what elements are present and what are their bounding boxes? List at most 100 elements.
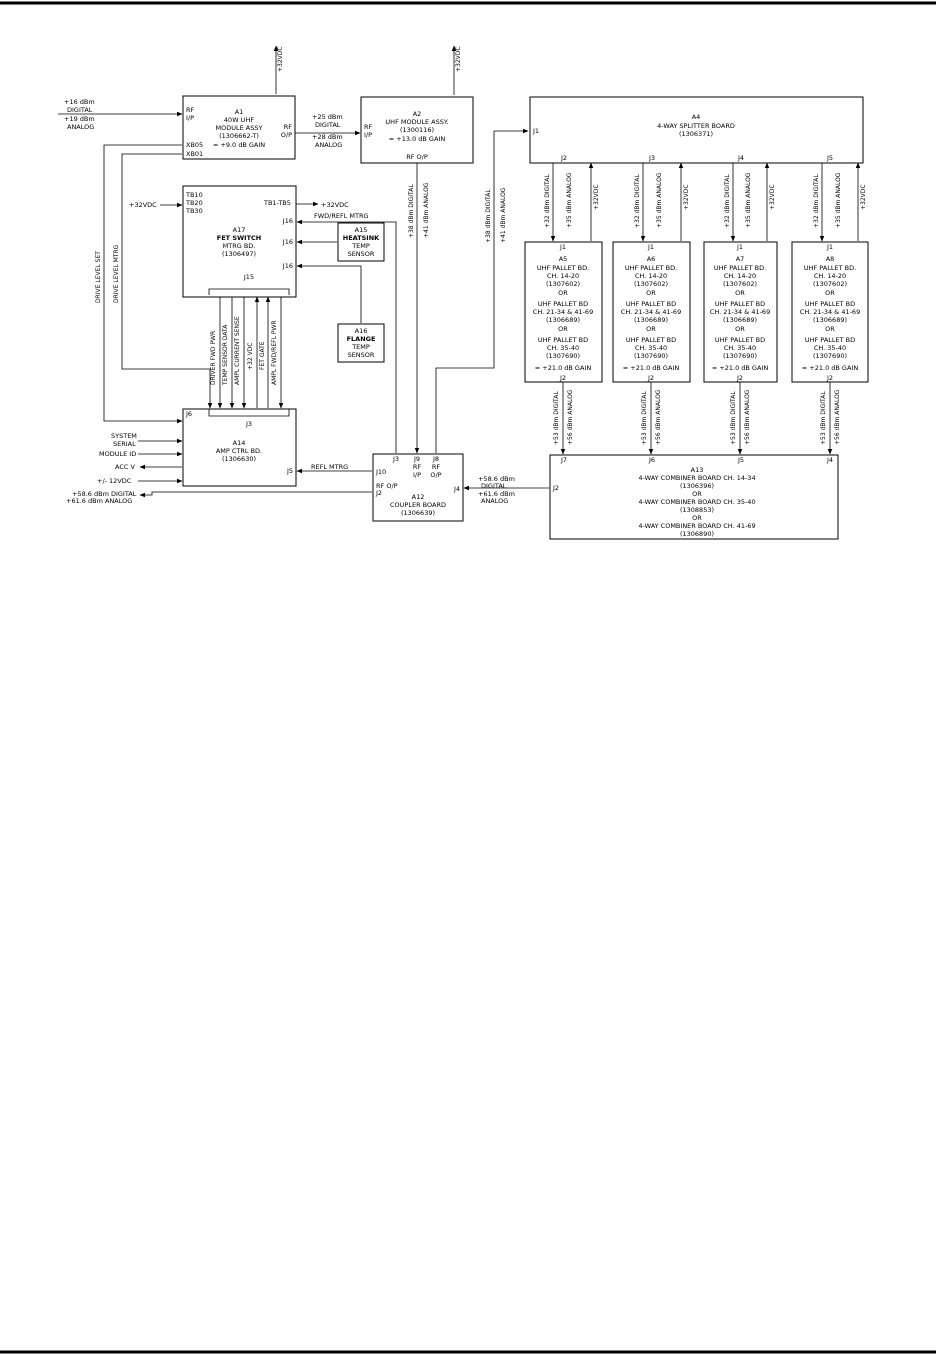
a12-rf-in-2: I/P (413, 471, 421, 479)
pallet-a8-part3: (1307690) (813, 352, 847, 360)
a2-rf-in-label-2: I/P (364, 131, 372, 139)
a14-title: A14 (233, 439, 246, 447)
a1-vdc-label: +32VDC (277, 46, 284, 72)
pallet-a7-part3: (1307690) (723, 352, 757, 360)
pallet-a8-title: A8 (826, 255, 835, 263)
pallet-a7-or1: OR (735, 289, 745, 297)
acc-v-label: ACC V (115, 463, 135, 471)
pallet-a6-line2: CH. 14-20 (635, 272, 667, 280)
a12-rf-in: RF (413, 463, 422, 471)
pallet-a8-gain: ≈ +21.0 dB GAIN (802, 364, 859, 372)
a17-tb10: TB10 (185, 191, 203, 199)
pallet-a5-j1: J1 (559, 243, 566, 251)
a4-part: (1306371) (679, 130, 713, 138)
a1-output-analog-label: ANALOG (315, 141, 342, 149)
pallet-a5-part2: (1306689) (546, 316, 580, 324)
a1-line1: 40W UHF (224, 116, 254, 124)
pallet-a6-part1: (1307602) (634, 280, 668, 288)
pallet-a8-line1: UHF PALLET BD. (804, 264, 856, 272)
pallet-a7-line6: CH. 35-40 (724, 344, 756, 352)
a15-line3: SENSOR (348, 250, 375, 258)
pallet-a6-gain: ≈ +21.0 dB GAIN (623, 364, 680, 372)
pallet-a8-or1: OR (825, 289, 835, 297)
a17-tb: TB1-TB5 (263, 199, 291, 207)
pallet-a5-or2: OR (558, 325, 568, 333)
pallet-a7-part1: (1307602) (723, 280, 757, 288)
pallet-a5-line1: UHF PALLET BD. (537, 264, 589, 272)
a4-port-j5: J5 (826, 154, 833, 162)
pallet-a8-input-analog: +35 dBm ANALOG (835, 172, 842, 228)
pallet-a6-vdc12: +32VDC (683, 184, 690, 210)
pallet-a7-vdc12: +32VDC (769, 184, 776, 210)
pallet-a6-or1: OR (646, 289, 656, 297)
pallet-a7-line2: CH. 14-20 (724, 272, 756, 280)
a12-j2: J2 (375, 489, 382, 497)
a1-output-digital-level: +25 dBm (312, 113, 343, 121)
pallet-a5-line5: UHF PALLET BD (538, 336, 588, 344)
pallet-a5-vdc12: +32VDC (593, 184, 600, 210)
combiner-output-digital-level: +58.6 dBm (478, 475, 515, 483)
a17-vdc-in: +32VDC (129, 201, 157, 209)
a16-line1: FLANGE (347, 335, 376, 343)
a12-rf-out: RF (432, 463, 441, 471)
pallet-a8-output-analog: +56 dBm ANALOG (834, 389, 841, 445)
a17-line2: MTRG BD. (223, 242, 256, 250)
a15-line1: HEATSINK (343, 234, 380, 242)
a12-rf-out-2: O/P (430, 471, 441, 479)
pallet-a8-j1: J1 (826, 243, 833, 251)
block-a4: A4 4-WAY SPLITTER BOARD (1306371) J1 J2 … (529, 96, 864, 164)
ctrl-line-ampl-fwd-refl-pwr: AMPL FWD/REFL PWR (271, 320, 278, 385)
ctrl-line-temp-sensor-data: TEMP SENSOR DATA (222, 324, 229, 386)
pallet-a7-j1: J1 (736, 243, 743, 251)
pallet-a7-output-analog: +56 dBm ANALOG (744, 389, 751, 445)
a12-title: A12 (412, 493, 425, 501)
a1-line2: MODULE ASSY (216, 124, 263, 132)
pallet-a7-part2: (1306689) (723, 316, 757, 324)
pallet-a6-or2: OR (646, 325, 656, 333)
pallet-a7-input-analog: +35 dBm ANALOG (745, 172, 752, 228)
a12-j9: J9 (413, 455, 420, 463)
pallet-a8-line3: UHF PALLET BD (805, 300, 855, 308)
a1-input-digital-label: DIGITAL (67, 106, 93, 114)
pallet-a7-title: A7 (736, 255, 745, 263)
a17-j15: J15 (243, 273, 254, 281)
a1-rf-in-label: RF (186, 106, 195, 114)
pallet-a6-output-digital: +53 dBm DIGITAL (641, 391, 648, 445)
a1-part: (1306662-T) (219, 132, 259, 140)
a2-vdc-label: +32VDC (455, 46, 462, 72)
a1-xb05: XB05 (186, 141, 203, 149)
a13-line3: 4-WAY COMBINER BOARD CH. 41-69 (638, 522, 755, 530)
a17-part: (1306497) (222, 250, 256, 258)
combiner-output-digital-label: DIGITAL (481, 482, 507, 490)
pallet-a6-line3: UHF PALLET BD (626, 300, 676, 308)
pallet-a7-line5: UHF PALLET BD (715, 336, 765, 344)
a1-rf-out-label-2: O/P (281, 131, 292, 139)
a1-output-digital-label: DIGITAL (315, 121, 341, 129)
pallet-a6-j1: J1 (647, 243, 654, 251)
pallet-a8-line5: UHF PALLET BD (805, 336, 855, 344)
block-a17: TB10 TB20 TB30 TB1-TB5 A17 FET SWITCH MT… (182, 185, 297, 298)
a17-vdc-out: +32VDC (321, 201, 349, 209)
pallet-a6-j2: J2 (647, 374, 654, 382)
ctrl-line-fet-gate: FET GATE (259, 341, 266, 370)
pallet-a5-input-digital: +32 dBm DIGITAL (544, 174, 551, 228)
a2-gain: ≈ +13.0 dB GAIN (389, 135, 446, 143)
a1-rf-in-label-2: I/P (186, 114, 194, 122)
pallet-a8-line2: CH. 14-20 (814, 272, 846, 280)
a13-line1: 4-WAY COMBINER BOARD CH. 14-34 (638, 474, 755, 482)
pm12vdc-label: +/- 12VDC (97, 477, 132, 485)
a1-input-analog-level: +19 dBm (64, 115, 95, 123)
a17-j16-c: J16 (282, 262, 293, 270)
pallet-a7-input-digital: +32 dBm DIGITAL (724, 174, 731, 228)
pallet-a8-part2: (1306689) (813, 316, 847, 324)
pallet-a6-output-analog: +56 dBm ANALOG (655, 389, 662, 445)
pallet-a5-j2: J2 (559, 374, 566, 382)
pallet-a8-j2: J2 (826, 374, 833, 382)
a15-line2: TEMP (351, 242, 370, 250)
pallet-a5-input-analog: +35 dBm ANALOG (566, 172, 573, 228)
pallet-a6-title: A6 (647, 255, 656, 263)
block-a13: J7 J6 J5 J4 J2 A13 4-WAY COMBINER BOARD … (549, 454, 839, 540)
block-a16: A16 FLANGE TEMP SENSOR (337, 323, 385, 363)
pallet-a8-or2: OR (825, 325, 835, 333)
a1-input-digital-level: +16 dBm (64, 98, 95, 106)
